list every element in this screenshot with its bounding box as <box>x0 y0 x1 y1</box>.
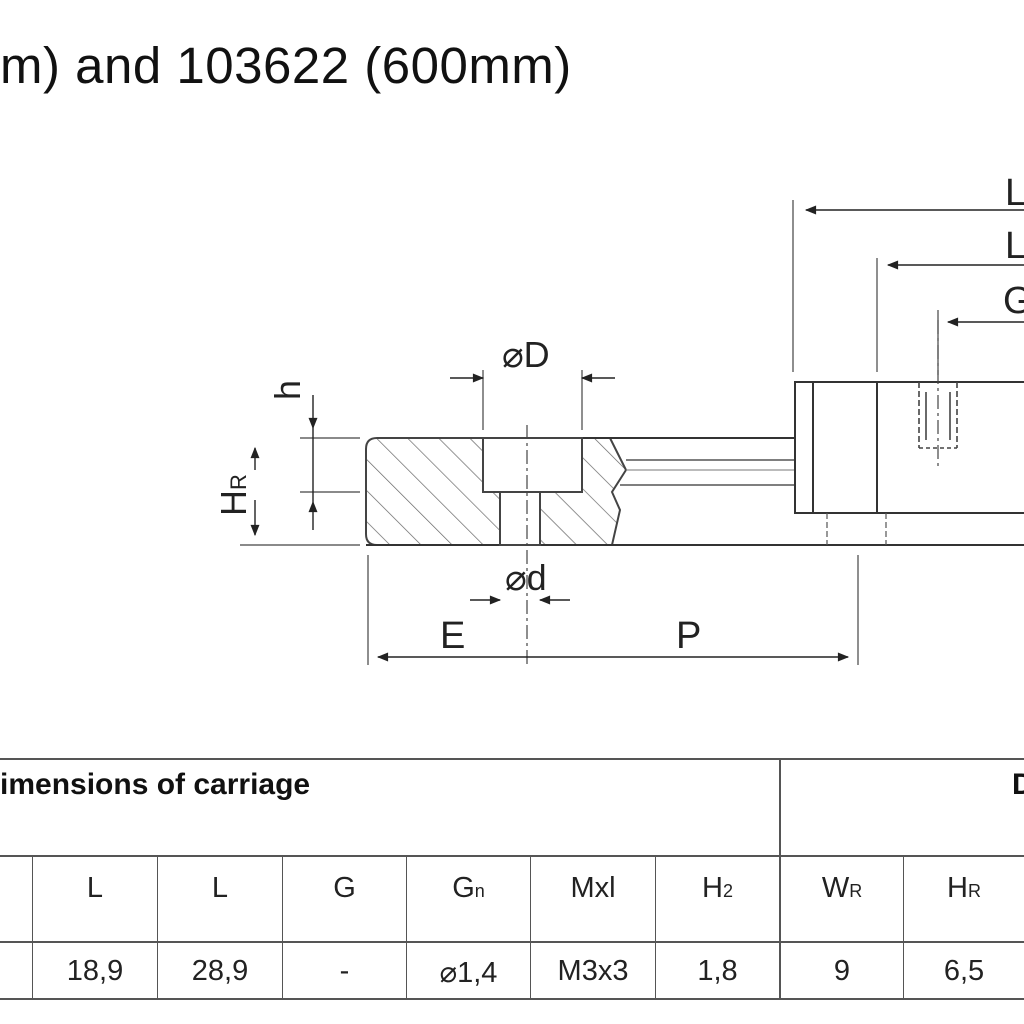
table-rule-bottom <box>0 998 1024 1000</box>
table-vrule <box>32 855 33 999</box>
table-vrule <box>406 855 407 999</box>
table-rule-row <box>0 941 1024 943</box>
label-HR-sub: R <box>226 474 251 490</box>
table-vrule <box>530 855 531 999</box>
table-header-cell: Mxl <box>570 872 616 904</box>
table-cell: ⌀1,4 <box>439 957 498 989</box>
table-header-cell: L <box>86 872 104 904</box>
table-header-cell: G <box>333 872 356 904</box>
table-vrule <box>655 855 656 999</box>
rail-section-hatched <box>365 437 501 546</box>
table-vrule <box>157 855 158 999</box>
table-cell: M3x3 <box>557 955 629 987</box>
label-E: E <box>440 615 465 657</box>
table-header-cell: H2 <box>702 872 733 904</box>
technical-drawing: L L G ⌀D ⌀d h HR E P <box>213 172 1024 665</box>
table-rule-top <box>0 758 1024 760</box>
carriage-body <box>794 381 1024 514</box>
table-vrule-group <box>779 758 781 999</box>
table-cell: 28,9 <box>191 955 249 987</box>
table-cell: 9 <box>833 955 851 987</box>
label-L-mid: L <box>1005 225 1024 267</box>
table-header-cell: L <box>211 872 229 904</box>
label-HR: HR <box>213 474 254 516</box>
label-HR-main: H <box>213 490 254 516</box>
counterbore <box>482 437 583 493</box>
table-header-cell: HR <box>947 872 981 904</box>
dimension-lines <box>250 205 1024 662</box>
label-d: ⌀d <box>505 557 547 598</box>
table-vrule <box>282 855 283 999</box>
label-D: ⌀D <box>502 334 550 375</box>
label-G: G <box>1003 280 1024 322</box>
through-hole <box>499 491 541 546</box>
table-header-cell: Gn <box>452 872 485 904</box>
label-h: h <box>267 380 308 400</box>
svg-text:HR: HR <box>213 474 254 516</box>
table-vrule <box>903 855 904 999</box>
table-header-cell: WR <box>821 872 863 904</box>
label-P: P <box>676 615 701 657</box>
label-L-top: L <box>1005 172 1024 214</box>
table-cell: 18,9 <box>66 955 124 987</box>
group-header-rail: D <box>1012 768 1024 801</box>
table-cell: 1,8 <box>697 955 738 987</box>
table-cell: - <box>339 955 350 987</box>
group-header-carriage: imensions of carriage <box>0 768 311 801</box>
table-rule-header <box>0 855 1024 857</box>
table-cell: 6,5 <box>943 955 985 987</box>
page-title: m) and 103622 (600mm) <box>0 37 572 94</box>
